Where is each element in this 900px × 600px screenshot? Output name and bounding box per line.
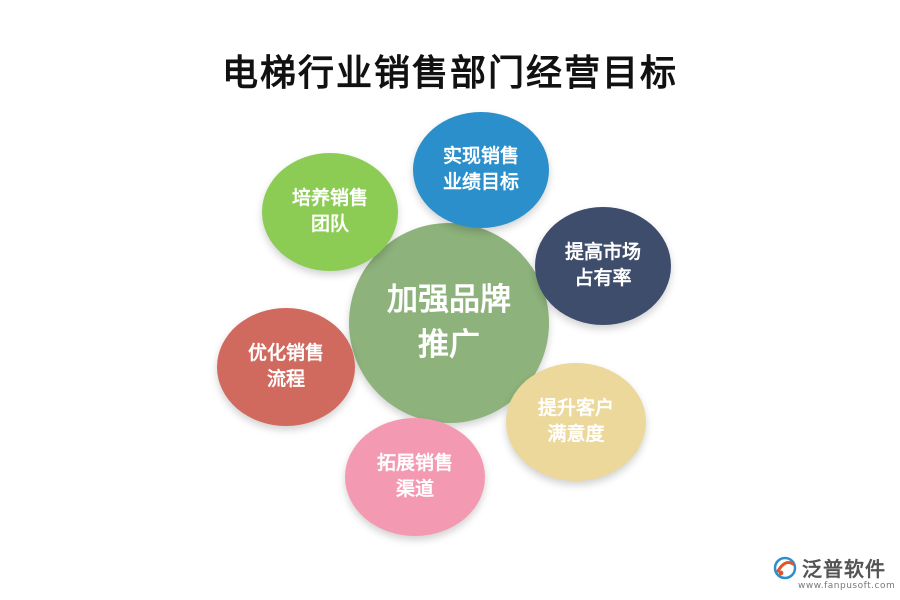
logo-url: www.fanpusoft.com [798, 581, 896, 591]
center-circle: 加强品牌 推广 [349, 223, 549, 423]
brand-logo: 泛普软件 www.fanpusoft.com [772, 553, 895, 591]
goal-label: 优化销售 流程 [247, 342, 324, 390]
goal-circle-team: 培养销售 团队 [262, 153, 398, 271]
logo-name: 泛普软件 [802, 557, 886, 581]
center-circle-label: 加强品牌 推广 [387, 282, 511, 363]
goal-label: 培养销售 团队 [291, 187, 368, 235]
goal-label: 提升客户 满意度 [537, 397, 614, 445]
goal-label: 实现销售 业绩目标 [442, 145, 519, 193]
goal-circle-channels: 拓展销售 渠道 [345, 418, 485, 536]
goal-circle-sales-target: 实现销售 业绩目标 [413, 112, 549, 228]
goal-circle-satisfaction: 提升客户 满意度 [506, 363, 646, 481]
goal-label: 拓展销售 渠道 [376, 452, 453, 500]
goal-label: 提高市场 占有率 [564, 241, 641, 289]
goal-circle-process: 优化销售 流程 [217, 308, 355, 426]
fanpu-logo-icon [773, 556, 797, 579]
goal-circle-market-share: 提高市场 占有率 [535, 207, 671, 325]
diagram-title: 电梯行业销售部门经营目标 [221, 53, 678, 94]
